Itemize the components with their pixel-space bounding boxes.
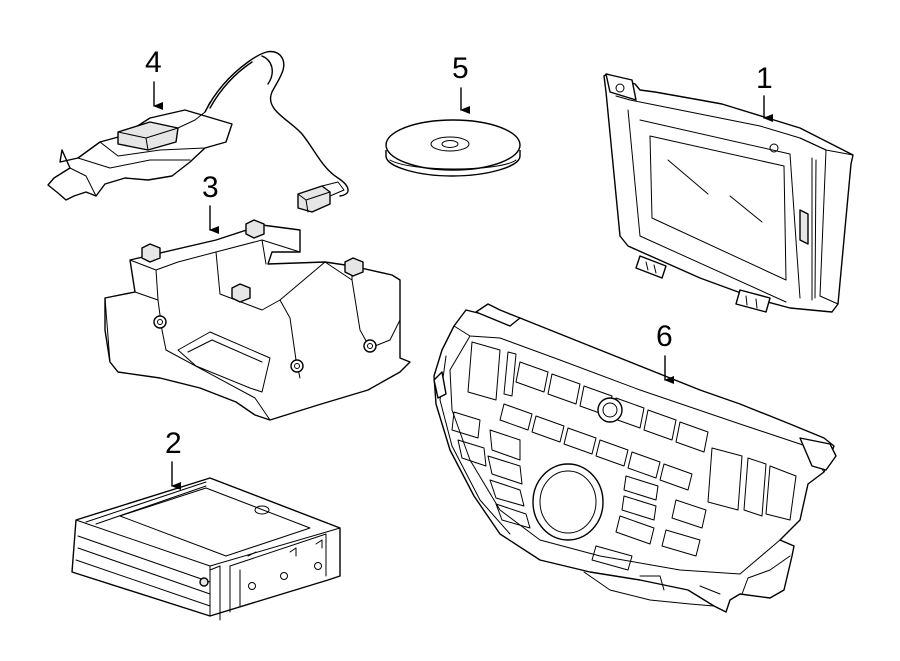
callout-2: 2 bbox=[165, 427, 182, 490]
callout-5: 5 bbox=[452, 52, 470, 114]
callout-4: 4 bbox=[145, 46, 163, 110]
part-4-harness-bracket bbox=[47, 50, 349, 213]
part-2-receiver-box bbox=[71, 477, 341, 621]
callout-number-4: 4 bbox=[145, 46, 162, 79]
callout-number-1: 1 bbox=[756, 62, 773, 95]
callout-number-2: 2 bbox=[165, 427, 182, 460]
callout-number-6: 6 bbox=[656, 320, 673, 353]
callout-1: 1 bbox=[756, 62, 773, 122]
callout-3: 3 bbox=[202, 171, 219, 234]
part-1-display-unit bbox=[603, 73, 854, 313]
callout-number-3: 3 bbox=[202, 171, 219, 204]
part-6-control-panel bbox=[433, 303, 837, 613]
callout-number-5: 5 bbox=[452, 52, 469, 85]
part-3-bracket bbox=[104, 219, 411, 421]
callout-6: 6 bbox=[656, 320, 674, 384]
part-5-disc bbox=[385, 119, 521, 177]
